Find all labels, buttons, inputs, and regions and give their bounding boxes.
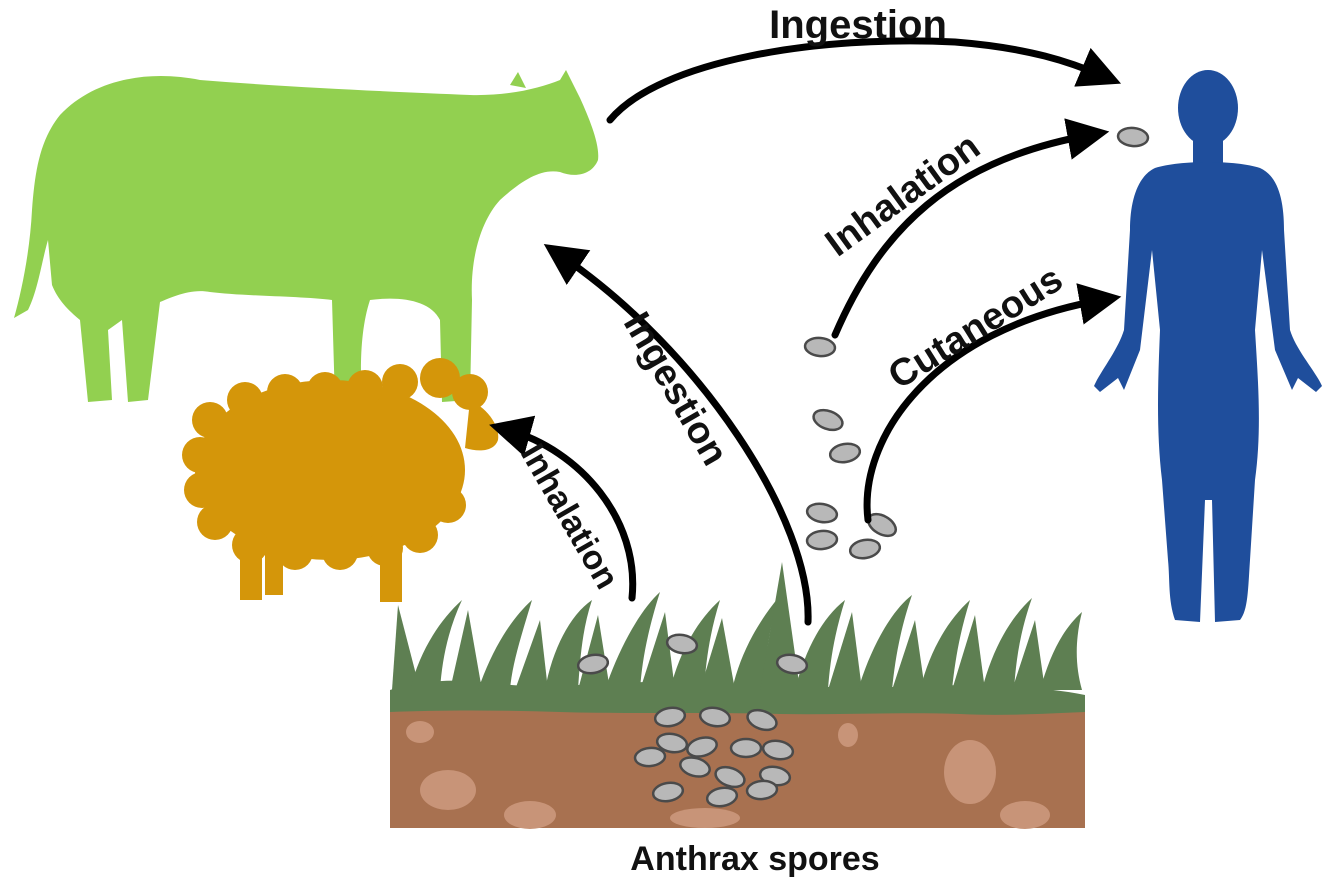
arrow-grass-to-cow — [543, 243, 812, 626]
arrow-spores-to-human-inhalation — [831, 118, 1110, 339]
spore-cluster-soil — [633, 706, 795, 808]
grass-icon — [390, 562, 1085, 715]
sheep-silhouette-icon — [182, 358, 499, 602]
diagram-title: Anthrax spores — [630, 840, 879, 878]
arrow-spores-to-human-cutaneous — [863, 283, 1122, 524]
spore-cluster-air — [576, 126, 1150, 675]
arrow-cow-to-human — [606, 37, 1122, 124]
cow-silhouette-icon — [14, 70, 599, 402]
label-inhalation-human: Inhalation — [818, 126, 988, 265]
label-ingestion-cow: Ingestion — [615, 305, 736, 472]
arrow-grass-to-sheep — [489, 415, 637, 602]
label-cutaneous-human: Cutaneous — [881, 258, 1070, 398]
human-silhouette-icon — [1094, 70, 1322, 622]
label-ingestion-human: Ingestion — [769, 3, 947, 47]
soil-icon — [390, 700, 1085, 829]
